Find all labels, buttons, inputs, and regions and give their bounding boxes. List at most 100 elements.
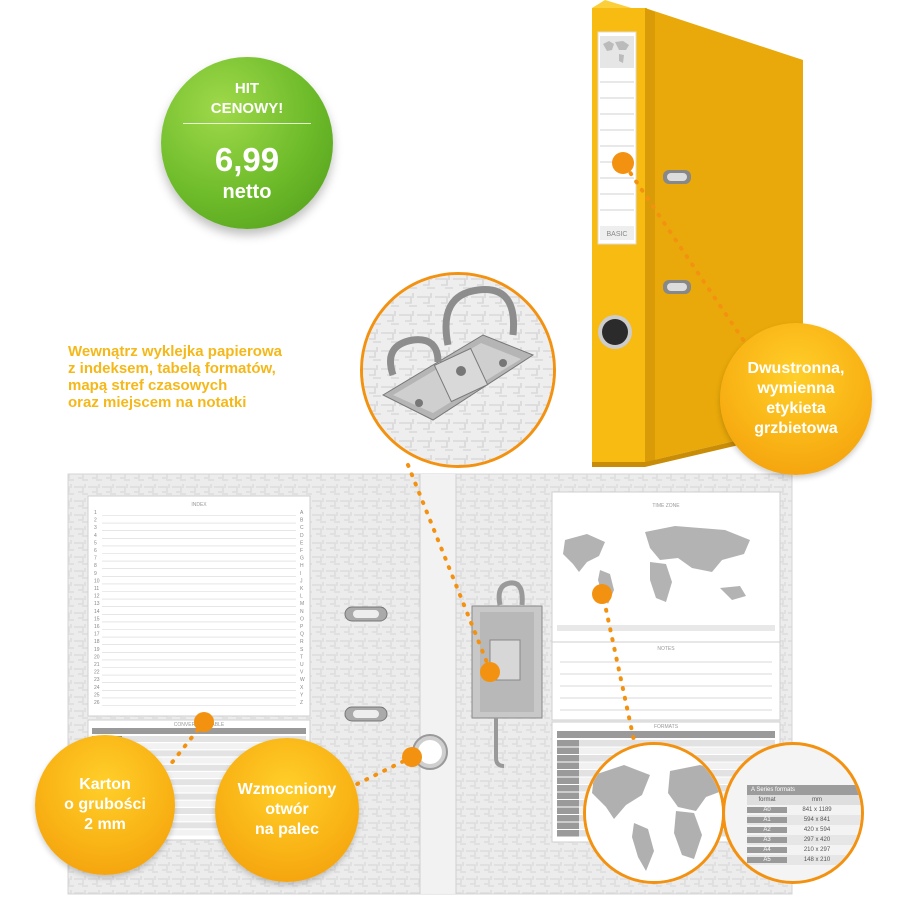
- index-row-number: 16: [94, 624, 100, 630]
- zoom-world-map-image: [586, 745, 722, 881]
- zoom-format-size: 594 x 841: [803, 817, 831, 823]
- zoom-format-header-format: format: [758, 797, 776, 803]
- badge-line-1: HIT: [234, 80, 260, 97]
- zoom-format-code: A1: [747, 817, 787, 823]
- zoom-format-row: A1 594 x 841: [747, 815, 861, 825]
- finger-hole-callout: Wzmocniony otwór na palec: [215, 738, 359, 882]
- index-row-letter: F: [300, 548, 303, 554]
- index-row-letter: A: [300, 510, 304, 516]
- index-row-number: 23: [94, 677, 100, 683]
- callout-line: Wewnątrz wyklejka papierowa: [68, 343, 282, 360]
- index-row-number: 2: [94, 518, 97, 524]
- carton-thickness-callout: Karton o grubości 2 mm: [35, 735, 175, 875]
- formats-row-key: [557, 747, 579, 754]
- conversion-row: [92, 764, 306, 771]
- index-row-number: 20: [94, 654, 100, 660]
- index-row-letter: Y: [300, 692, 304, 698]
- index-row-letter: J: [300, 578, 303, 584]
- callout-line: oraz miejscem na notatki: [68, 394, 247, 411]
- zoom-format-code: A2: [747, 827, 787, 833]
- formats-row-key: [557, 807, 579, 814]
- index-row-number: 26: [94, 700, 100, 706]
- zoom-format-header-mm: mm: [812, 797, 822, 803]
- badge-price-unit: netto: [222, 181, 272, 203]
- callout-line: Dwustronna,: [747, 360, 845, 377]
- zoom-format-code: A0: [747, 807, 787, 813]
- price-badge: HIT CENOWY! 6,99 netto: [161, 57, 333, 229]
- finger-hole-icon: [602, 319, 628, 345]
- callout-line: Wzmocniony: [237, 781, 337, 798]
- inside-lining-callout: Wewnątrz wyklejka papierowa z indeksem, …: [68, 343, 328, 411]
- zoom-format-title: A Series formats: [747, 785, 861, 795]
- index-row-number: 8: [94, 563, 97, 569]
- index-row-number: 10: [94, 578, 100, 584]
- index-title: INDEX: [191, 502, 207, 508]
- index-row-number: 21: [94, 662, 100, 668]
- index-row-letter: D: [300, 533, 304, 539]
- index-row-letter: W: [300, 677, 305, 683]
- index-row-number: 25: [94, 692, 100, 698]
- spine-label-map-icon: [600, 36, 634, 68]
- badge-divider: [183, 123, 311, 124]
- zoom-format-size: 297 x 420: [803, 837, 831, 843]
- callout-line: mapą stref czasowych: [68, 377, 228, 394]
- index-row-number: 18: [94, 639, 100, 645]
- index-row-number: 13: [94, 601, 100, 607]
- index-row-letter: P: [300, 624, 304, 630]
- index-row-letter: Z: [300, 700, 303, 706]
- callout-line: 2 mm: [84, 816, 126, 833]
- index-row-number: 17: [94, 632, 100, 638]
- index-row-letter: I: [300, 571, 301, 577]
- index-row-number: 19: [94, 647, 100, 653]
- formats-row-key: [557, 777, 579, 784]
- zoom-format-size: 148 x 210: [803, 857, 831, 863]
- zoom-format-code: A3: [747, 837, 787, 843]
- index-row-letter: H: [300, 563, 304, 569]
- index-row-letter: T: [300, 654, 303, 660]
- conversion-row: [92, 815, 306, 822]
- conversion-row: [92, 779, 306, 786]
- callout-line: grzbietowa: [754, 420, 838, 437]
- index-row-letter: U: [300, 662, 304, 668]
- formats-row-key: [557, 822, 579, 829]
- conversion-row: [92, 772, 306, 778]
- zoom-format-size: 210 x 297: [803, 847, 831, 853]
- index-row-number: 14: [94, 609, 100, 615]
- index-row-letter: N: [300, 609, 304, 615]
- index-row-letter: V: [300, 670, 304, 676]
- index-row-letter: M: [300, 601, 304, 607]
- index-row-letter: B: [300, 518, 304, 524]
- formats-row-key: [557, 755, 579, 762]
- spine-label-callout: Dwustronna, wymienna etykieta grzbietowa: [720, 323, 872, 475]
- index-row-number: 3: [94, 525, 97, 531]
- formats-row-key: [557, 740, 579, 747]
- index-row-number: 1: [94, 510, 97, 516]
- connector-spine-dots: [623, 163, 752, 352]
- index-row-number: 24: [94, 685, 100, 691]
- zoom-format-code: A4: [747, 847, 787, 853]
- zoom-format-code: A5: [747, 857, 787, 863]
- conversion-row: [92, 808, 306, 814]
- index-row-number: 6: [94, 548, 97, 554]
- callout-line: etykieta: [766, 400, 826, 417]
- formats-row-key: [557, 762, 579, 769]
- index-row-letter: E: [300, 540, 304, 546]
- notes-section: [551, 641, 781, 721]
- index-row-letter: L: [300, 594, 303, 600]
- index-row-number: 11: [94, 586, 99, 592]
- zoom-world-map: [583, 742, 725, 884]
- zoom-format-size: 841 x 1189: [802, 807, 832, 813]
- formats-row-key: [557, 770, 579, 777]
- zoom-format-size: 420 x 594: [803, 827, 831, 833]
- callout-line: o grubości: [64, 796, 146, 813]
- index-row-letter: O: [300, 616, 304, 622]
- index-row-number: 12: [94, 594, 100, 600]
- callout-line: otwór: [265, 801, 309, 818]
- badge-line-2: CENOWY!: [210, 100, 284, 117]
- zoom-format-row: A4 210 x 297: [747, 845, 861, 855]
- index-page: [87, 495, 311, 717]
- zoom-format-row: A3 297 x 420: [747, 835, 861, 845]
- formats-row-key: [557, 815, 579, 822]
